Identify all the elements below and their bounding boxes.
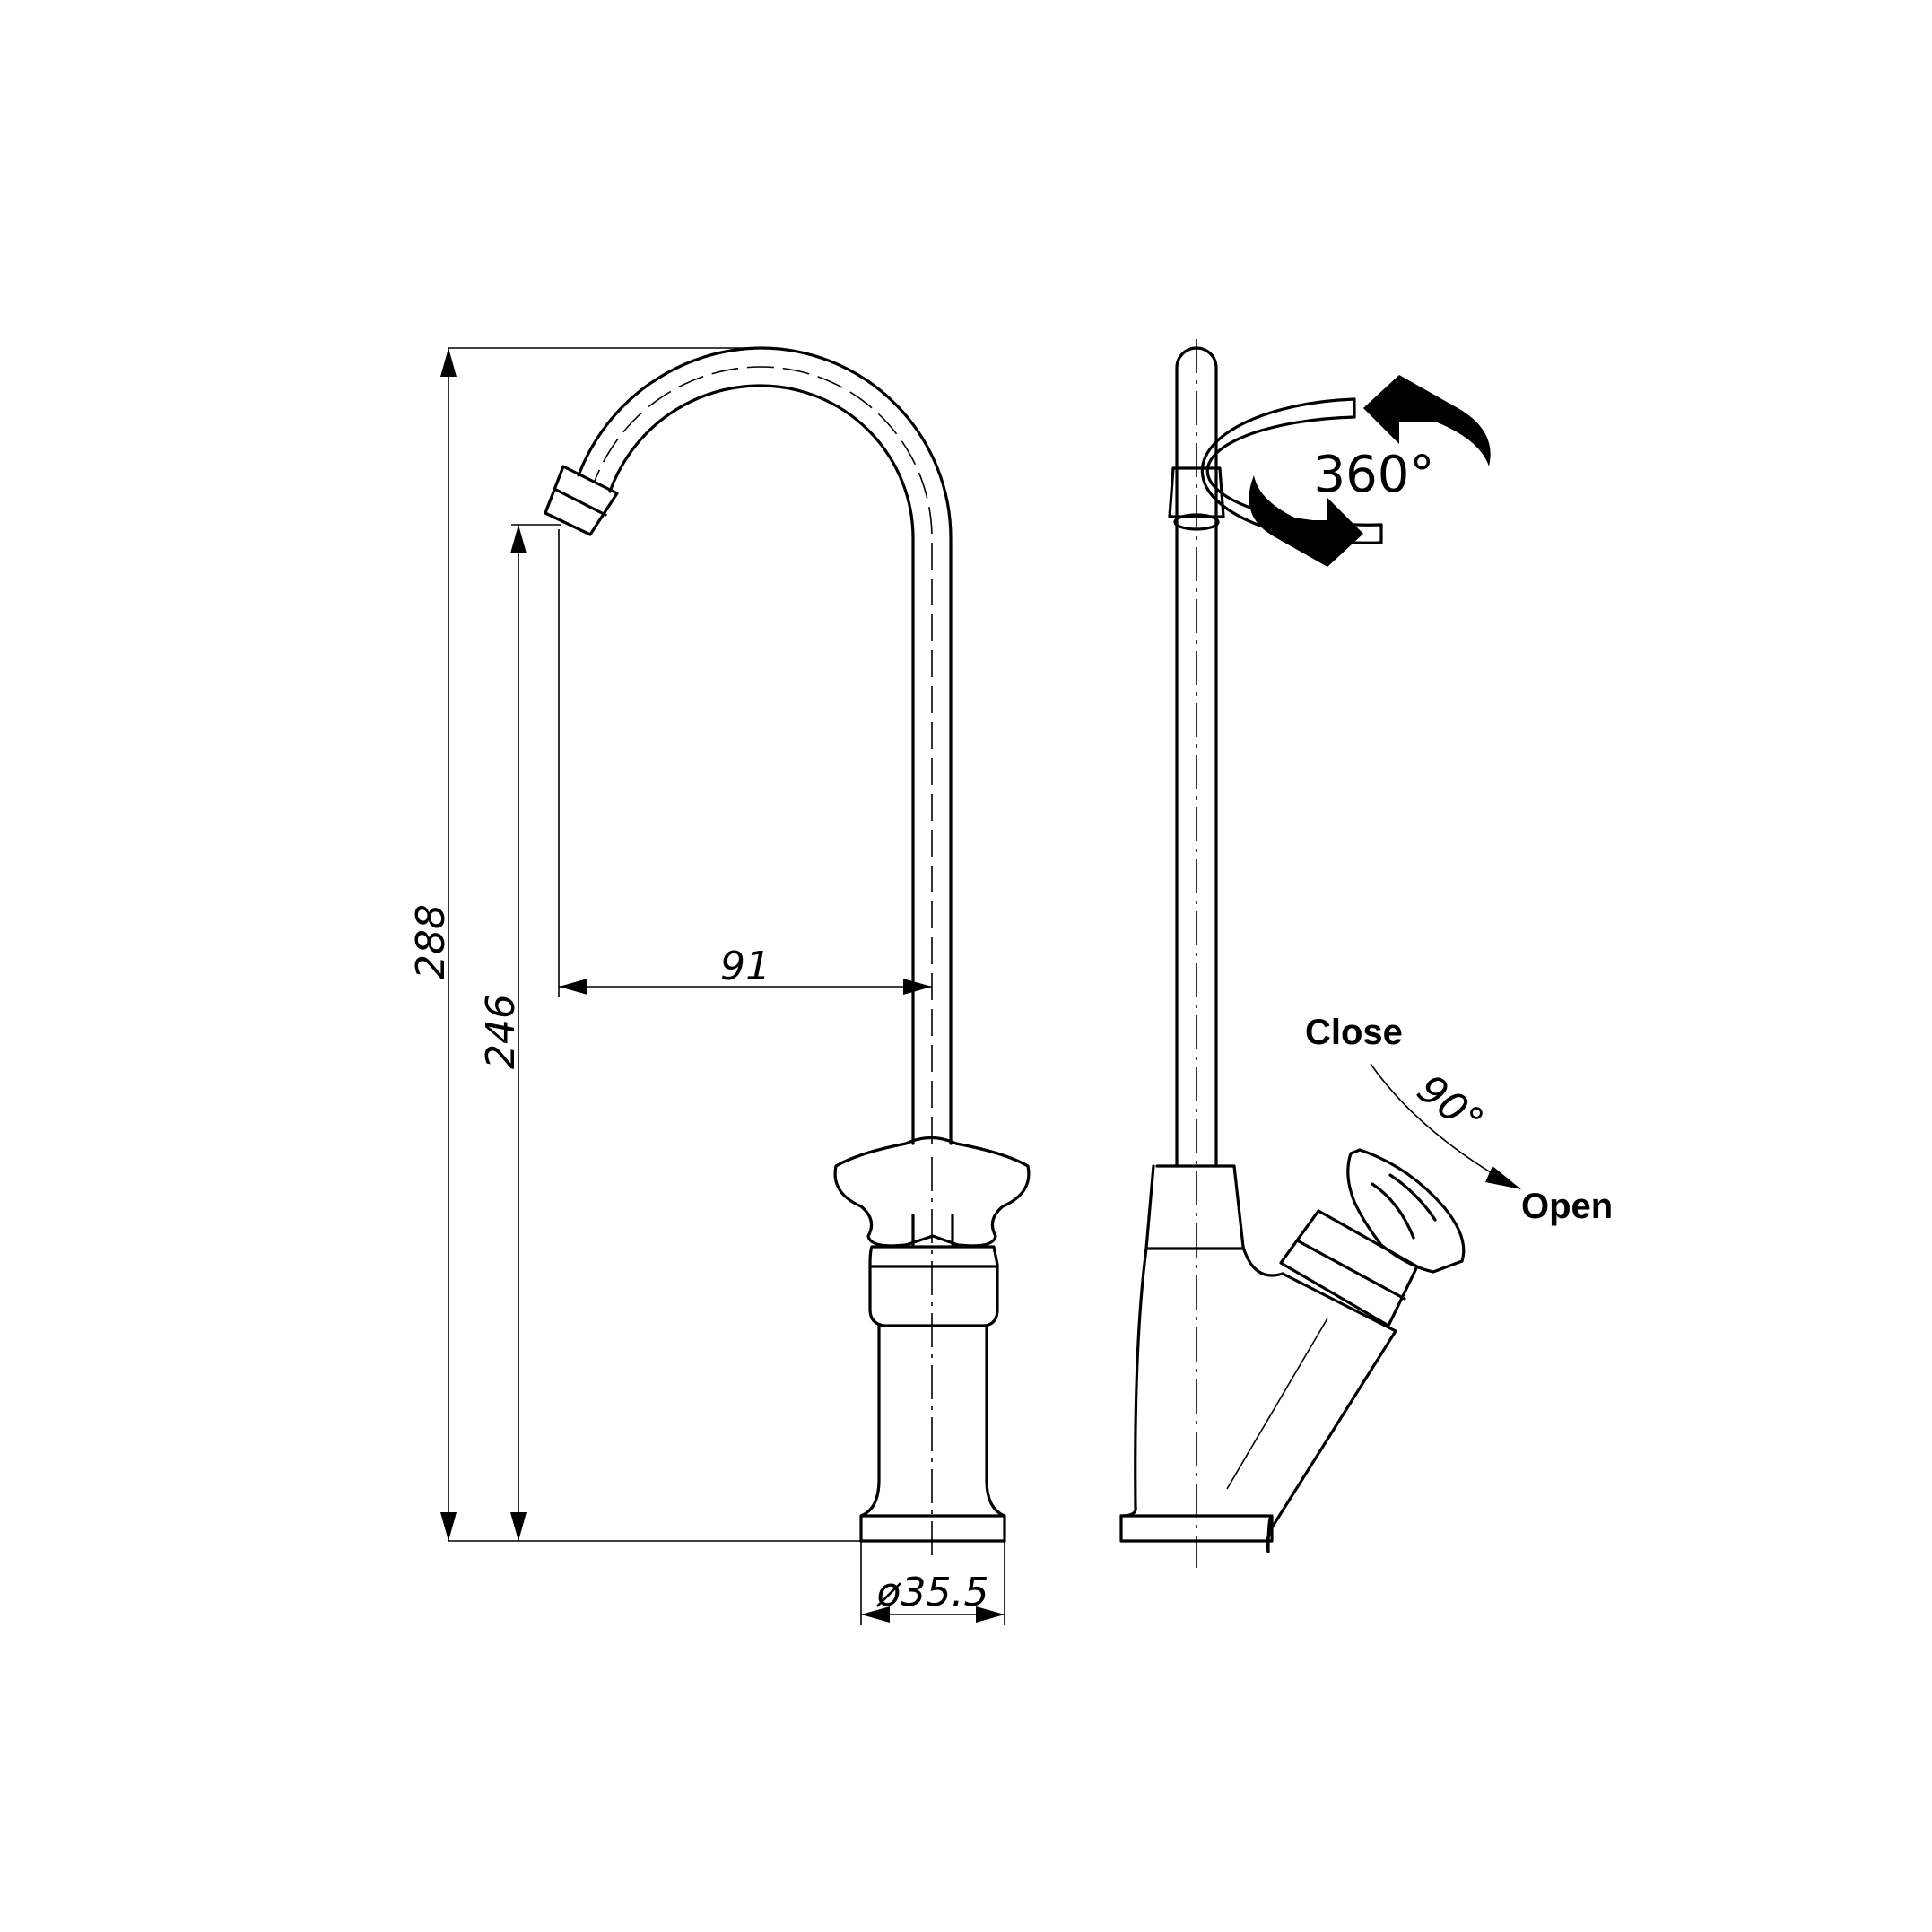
close-label: Close (1305, 1013, 1403, 1052)
side-aerator (1168, 466, 1225, 518)
dim-base-diameter: ø35.5 (876, 1570, 989, 1615)
handle-stem (911, 1214, 954, 1247)
aerator-nozzle (544, 465, 619, 536)
dim-spout-reach: 91 (720, 944, 770, 989)
spout-centerline (593, 366, 933, 1144)
rotation-label: 360° (1314, 446, 1435, 504)
spout-inner (608, 384, 915, 1145)
handle-angle-label: 90° (1408, 1066, 1492, 1144)
side-valve-body (1266, 1272, 1397, 1553)
aerator-band (554, 488, 607, 517)
rotation-360-symbol: 360° (1200, 375, 1491, 567)
side-base (1119, 1505, 1274, 1553)
open-label: Open (1521, 1187, 1613, 1226)
side-view: 360° Close Open 90° (1119, 339, 1613, 1568)
side-handle (1346, 1148, 1466, 1274)
dim-total-height: 288 (408, 904, 454, 979)
faucet-body (859, 1324, 1006, 1543)
open-arrow-curve (1370, 1063, 1508, 1183)
side-body (1134, 1164, 1284, 1509)
dim-spout-height: 246 (478, 994, 524, 1069)
side-aerator-opening (1173, 513, 1220, 531)
collar (868, 1245, 999, 1327)
front-view: 288 246 91 ø35.5 (408, 346, 1031, 1625)
open-arrow-head (1485, 1166, 1521, 1189)
spout-outer (577, 346, 953, 1145)
